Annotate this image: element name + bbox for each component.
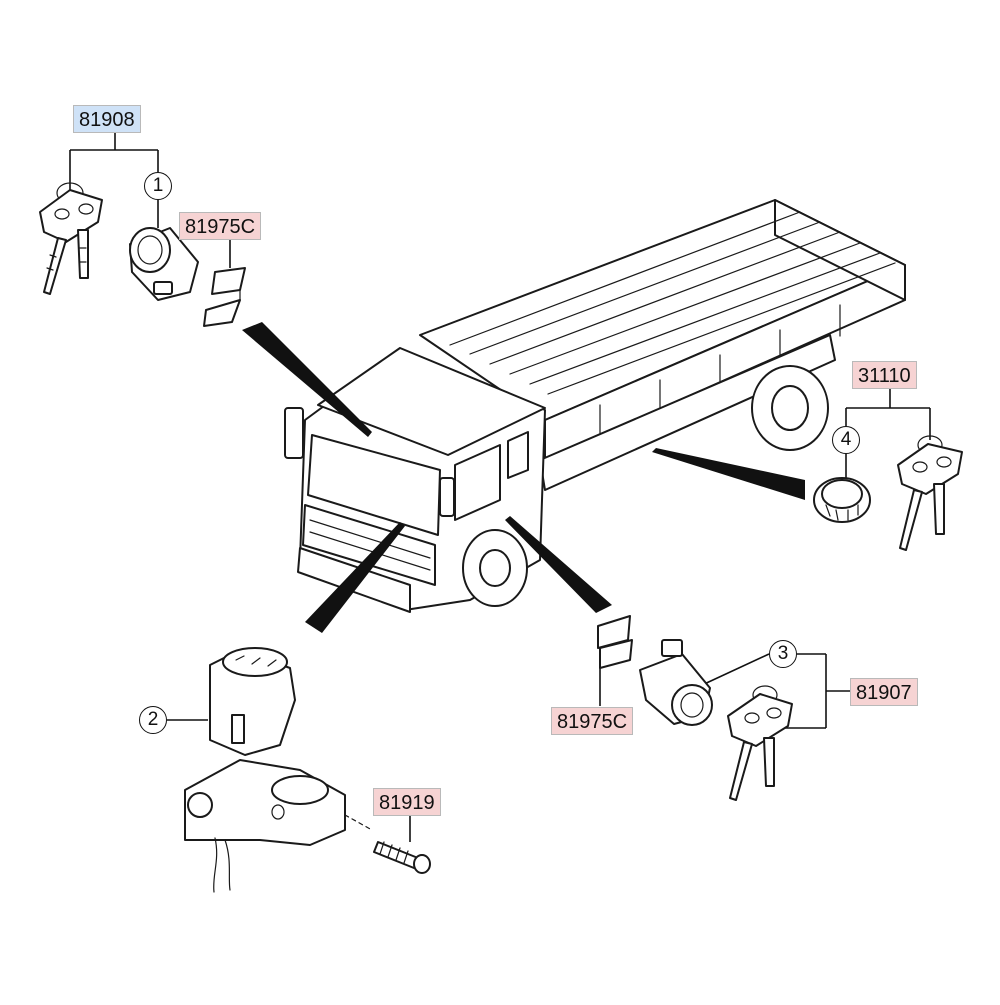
callout-1: 1 [144, 172, 172, 200]
part-number-81975c-rear[interactable]: 81975C [551, 707, 634, 735]
callout-3: 3 [769, 640, 797, 668]
windshield [307, 434, 441, 536]
pointer-door-lock [505, 516, 612, 613]
key-set-door-icon [727, 685, 793, 801]
key-set-fuel-icon [897, 435, 963, 551]
location-pointers [242, 322, 805, 633]
right-mirror [439, 477, 455, 517]
pointer-fuel-cap [652, 448, 805, 500]
part-number-81908[interactable]: 81908 [73, 105, 141, 133]
part-number-81975c-front[interactable]: 81975C [179, 212, 262, 240]
part-number-31110[interactable]: 31110 [852, 361, 917, 389]
callout-4: 4 [832, 426, 860, 454]
bed-slats [449, 211, 896, 441]
pointer-ignition [305, 522, 405, 633]
leader-lines [69, 132, 931, 842]
retainer-clip-front-icon [203, 267, 246, 327]
ignition-switch-icon [184, 647, 373, 893]
lock-cylinder-door-icon [639, 639, 713, 726]
cab-roof [317, 347, 546, 456]
left-mirror [284, 407, 304, 459]
part-number-81907[interactable]: 81907 [850, 678, 918, 706]
part-number-81919[interactable]: 81919 [373, 788, 441, 816]
truck-illustration [284, 199, 906, 613]
rear-cab-window [507, 431, 529, 479]
lock-cylinder-front-icon [129, 227, 199, 301]
key-set-front-icon [39, 182, 103, 295]
screw-icon [373, 841, 431, 874]
callout-2: 2 [139, 706, 167, 734]
pointer-front-cylinder [242, 322, 372, 437]
retainer-clip-rear-icon [597, 615, 633, 669]
fuel-cap-icon [813, 477, 871, 523]
